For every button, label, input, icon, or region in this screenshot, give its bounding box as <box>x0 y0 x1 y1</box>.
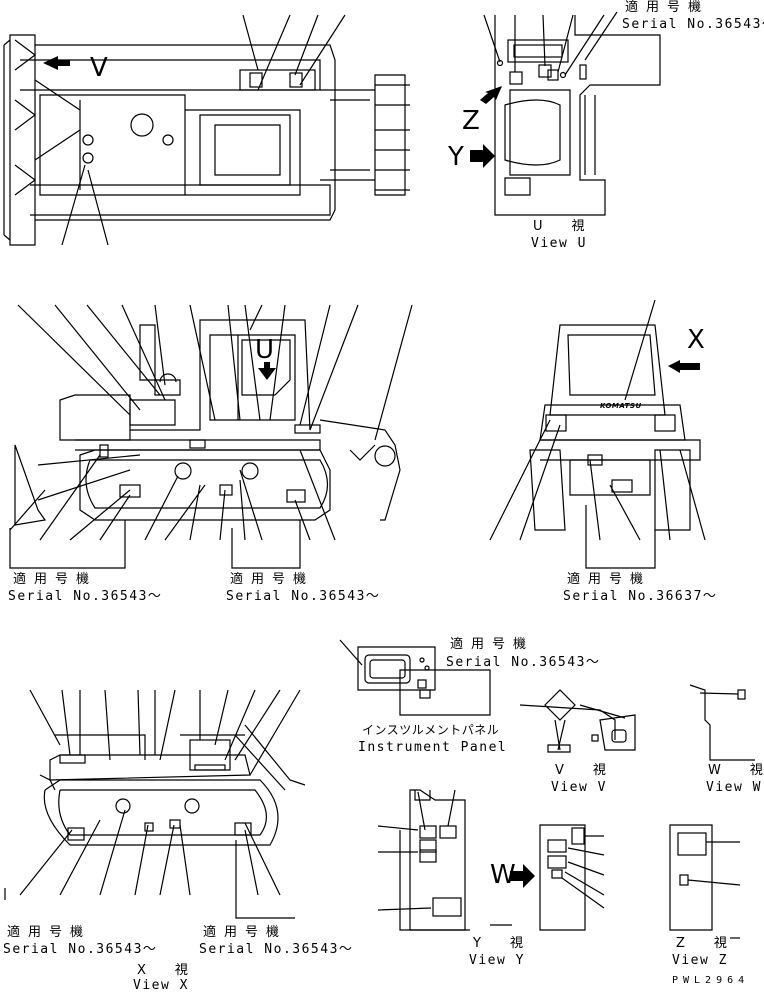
view-v-drawing <box>519 689 636 753</box>
view-z-letter: Z <box>462 106 480 136</box>
serial-number-x-left: Serial No.36543〜 <box>3 942 158 957</box>
view-w-arrow <box>510 864 535 888</box>
view-u-jp: U 視 <box>533 219 593 234</box>
instrument-panel-drawing <box>339 639 491 716</box>
view-u-label: View U <box>531 236 587 251</box>
rear-view-drawing <box>489 299 706 569</box>
view-u-letter: U <box>255 335 275 365</box>
drawing-code: PWL2964 <box>672 975 750 986</box>
serial-jp-rear: 適用号機 <box>567 572 652 587</box>
view-v-label: View V <box>551 780 607 795</box>
side-view-drawing <box>9 304 413 569</box>
view-v-letter: V <box>90 53 108 83</box>
view-y-drawing <box>377 789 512 931</box>
view-x-arrow <box>668 360 700 373</box>
serial-jp-x-left: 適用号機 <box>7 925 92 940</box>
view-y-right-drawing <box>539 824 605 931</box>
view-v-arrow <box>43 56 70 70</box>
serial-jp-side-right: 適用号機 <box>230 572 315 587</box>
instrument-panel-label: Instrument Panel <box>358 740 508 755</box>
view-z-label: View Z <box>672 953 728 968</box>
view-y-label: View Y <box>469 953 525 968</box>
brand-logo: KOMATSU <box>600 402 642 410</box>
view-w-jp: W 視 <box>708 763 763 778</box>
view-u-arrow <box>258 362 276 380</box>
view-w-letter: W <box>490 860 516 890</box>
top-plan-view <box>3 14 410 246</box>
serial-number-x-right: Serial No.36543〜 <box>199 942 354 957</box>
view-w-drawing <box>689 684 755 761</box>
serial-jp-side-left: 適用号機 <box>13 572 98 587</box>
instrument-panel-jp: インスツルメントパネル <box>362 723 500 737</box>
view-y-jp: Y 視 <box>473 936 531 951</box>
serial-number-rear: Serial No.36637〜 <box>563 589 718 604</box>
serial-jp-u: 適用号機 <box>625 0 710 15</box>
view-y-letter: Y <box>448 142 464 172</box>
serial-number-side-right: Serial No.36543〜 <box>226 589 381 604</box>
view-z-arrow <box>480 86 502 104</box>
view-z-drawing <box>669 824 741 931</box>
view-x-label: View X <box>133 978 189 993</box>
view-w-label: View W <box>706 780 762 795</box>
view-x-jp: X 視 <box>137 963 196 978</box>
view-y-arrow <box>470 144 495 168</box>
serial-jp-x-right: 適用号機 <box>203 925 288 940</box>
serial-number-side-left: Serial No.36543〜 <box>8 589 163 604</box>
serial-jp-panel: 適用号機 <box>450 637 535 652</box>
serial-number-panel: Serial No.36543〜 <box>446 655 601 670</box>
serial-number-u: Serial No.36543〜 <box>622 17 764 32</box>
view-u-drawing <box>483 11 661 216</box>
view-x-letter: X <box>687 325 705 355</box>
view-z-jp: Z 視 <box>676 936 735 951</box>
view-x-drawing <box>4 689 306 919</box>
view-v-jp: V 視 <box>555 763 614 778</box>
